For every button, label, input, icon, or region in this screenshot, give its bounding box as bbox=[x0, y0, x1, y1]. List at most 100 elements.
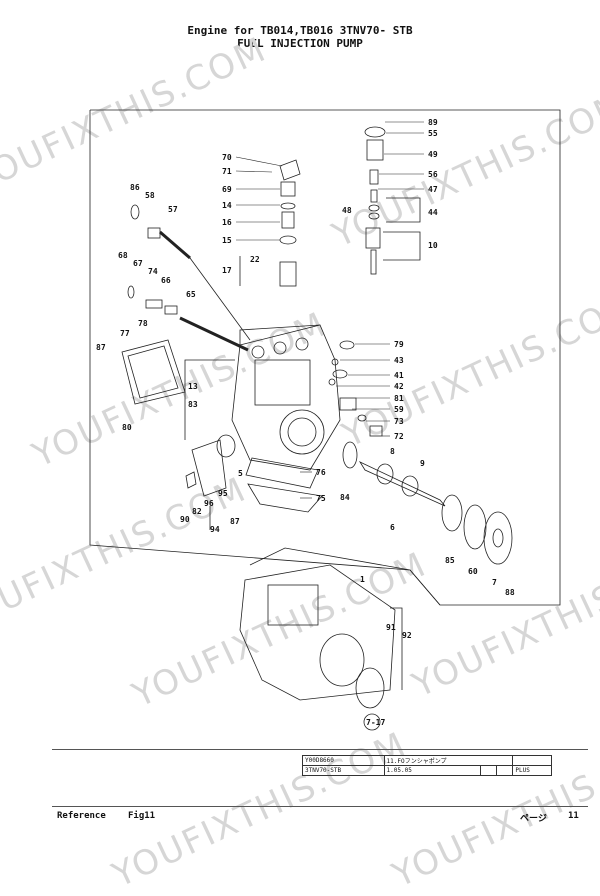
page-header: Engine for TB014,TB016 3TNV70- STB FUEL … bbox=[0, 24, 600, 50]
leader-70 bbox=[235, 156, 283, 167]
part-56-oring bbox=[369, 169, 379, 185]
callout-49: 49 bbox=[428, 150, 438, 159]
callout-78: 78 bbox=[138, 319, 148, 328]
part-41-plug bbox=[332, 369, 348, 379]
part-74-spring bbox=[145, 299, 163, 309]
callout-17: 17 bbox=[222, 266, 232, 275]
footer-page-label: ページ bbox=[520, 814, 547, 824]
callout-91: 91 bbox=[386, 623, 396, 632]
callout-72: 72 bbox=[394, 432, 404, 441]
pump-flange bbox=[279, 409, 325, 455]
pump-body bbox=[231, 324, 341, 471]
callout-6: 6 bbox=[390, 523, 395, 532]
part-57-rod bbox=[159, 230, 191, 260]
part-86-oring bbox=[130, 204, 140, 220]
part-81-plug bbox=[339, 397, 357, 411]
part-43-washer bbox=[331, 358, 339, 366]
callout-69: 69 bbox=[222, 185, 232, 194]
callout-96: 96 bbox=[204, 499, 214, 508]
callout-48: 48 bbox=[342, 206, 352, 215]
callout-58: 58 bbox=[145, 191, 155, 200]
part-58-cap bbox=[147, 227, 161, 239]
part-78-cover bbox=[127, 345, 179, 399]
callout-60: 60 bbox=[468, 567, 478, 576]
title-block-empty-2 bbox=[480, 765, 498, 776]
part-76-gasket bbox=[245, 457, 319, 489]
bracket-10 bbox=[383, 231, 421, 261]
part-72-plug bbox=[369, 425, 383, 437]
part-10-plunger bbox=[370, 249, 377, 275]
assembled-pump-gear bbox=[355, 667, 385, 709]
callout-55: 55 bbox=[428, 129, 438, 138]
callout-7: 7 bbox=[492, 578, 497, 587]
callout-79: 79 bbox=[394, 340, 404, 349]
callout-65: 65 bbox=[186, 290, 196, 299]
part-14-seat bbox=[280, 202, 296, 210]
part-44-seat bbox=[368, 212, 380, 220]
part-66-collar bbox=[164, 305, 178, 315]
title-block-empty-3 bbox=[496, 765, 514, 776]
callout-76: 76 bbox=[316, 468, 326, 477]
callout-56: 56 bbox=[428, 170, 438, 179]
callout-68: 68 bbox=[118, 251, 128, 260]
callout-87-left: 87 bbox=[96, 343, 106, 352]
part-60-shim bbox=[463, 504, 487, 550]
callout-85: 85 bbox=[445, 556, 455, 565]
callout-44: 44 bbox=[428, 208, 438, 217]
pump-port-1 bbox=[251, 345, 265, 359]
callout-90: 90 bbox=[180, 515, 190, 524]
pump-inspection-window bbox=[254, 359, 311, 406]
part-69-nut bbox=[280, 181, 296, 197]
part-7-gear bbox=[483, 511, 513, 565]
rule-top bbox=[52, 749, 588, 750]
side-leader bbox=[184, 359, 235, 440]
exploded-parts-diagram: 89 55 49 56 47 48 44 10 70 71 69 14 16 1… bbox=[89, 109, 561, 731]
assembled-pump bbox=[239, 564, 396, 701]
bracket-44 bbox=[386, 197, 421, 223]
callout-1: 1 bbox=[360, 575, 365, 584]
callout-84: 84 bbox=[340, 493, 350, 502]
callout-80: 80 bbox=[122, 423, 132, 432]
detail-leader bbox=[249, 547, 441, 606]
part-7-hub bbox=[492, 528, 504, 548]
footer-reference-label: Reference bbox=[57, 811, 106, 821]
callout-94: 94 bbox=[210, 525, 220, 534]
pump-port-2 bbox=[273, 341, 287, 355]
callout-87-bottom: 87 bbox=[230, 517, 240, 526]
callout-95: 95 bbox=[218, 489, 228, 498]
title-block-model: 3TNV70-STB bbox=[302, 765, 385, 776]
callout-75: 75 bbox=[316, 494, 326, 503]
title-block-name: 11.FOフンシャポンプ bbox=[383, 755, 514, 766]
header-engine-line: Engine for TB014,TB016 3TNV70- STB bbox=[187, 24, 413, 37]
part-44-valve bbox=[368, 204, 380, 212]
title-block-stamp: PLUS bbox=[512, 765, 552, 776]
part-84-bearing bbox=[342, 441, 358, 469]
part-15-seat bbox=[279, 235, 297, 245]
part-77-gasket bbox=[121, 339, 186, 405]
assembled-pump-flange bbox=[319, 633, 365, 687]
part-90-nut bbox=[185, 471, 197, 489]
diagram-frame bbox=[89, 109, 561, 606]
callout-ref-7-17: 7-17 bbox=[366, 718, 385, 727]
callout-71: 71 bbox=[222, 167, 232, 176]
bracket-91 bbox=[390, 607, 403, 690]
camshaft-lobe-1 bbox=[376, 463, 394, 485]
callout-41: 41 bbox=[394, 371, 404, 380]
title-block: Y00D8660 11.FOフンシャポンプ 3TNV70-STB 1.05.05… bbox=[302, 755, 552, 776]
part-55-washer bbox=[364, 126, 386, 138]
part-16-spring bbox=[281, 211, 295, 229]
part-17-sleeve bbox=[279, 261, 297, 287]
part-6-camshaft bbox=[358, 461, 446, 507]
callout-5: 5 bbox=[238, 469, 243, 478]
callout-88: 88 bbox=[505, 588, 515, 597]
callout-10: 10 bbox=[428, 241, 438, 250]
rod-leader bbox=[189, 257, 251, 341]
title-block-code: Y00D8660 bbox=[302, 755, 385, 766]
callout-22: 22 bbox=[250, 255, 260, 264]
part-68-ring bbox=[127, 285, 135, 299]
callout-66: 66 bbox=[161, 276, 171, 285]
body-leader bbox=[239, 324, 321, 345]
callout-14: 14 bbox=[222, 201, 232, 210]
callout-8: 8 bbox=[390, 447, 395, 456]
part-65-rack bbox=[179, 316, 249, 352]
